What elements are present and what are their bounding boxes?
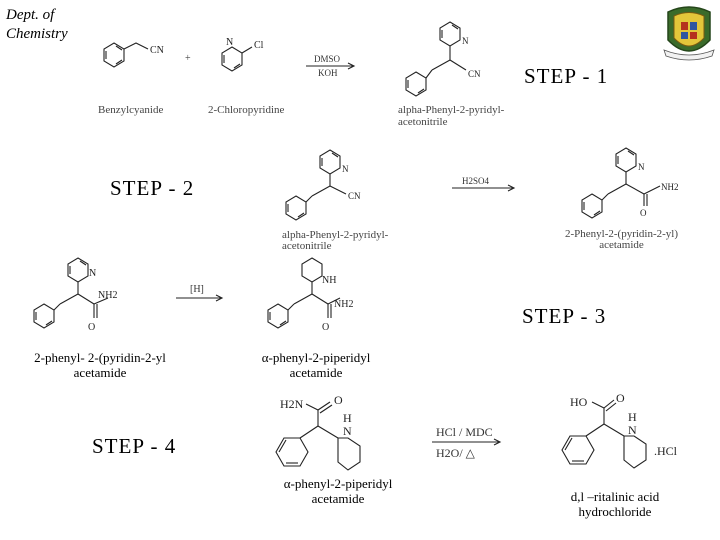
- step1-product-line-1: alpha-Phenyl-2-pyridyl-: [398, 104, 505, 116]
- step4-product-ho-label: HO: [570, 395, 588, 409]
- step3-product-nh2-label: NH2: [334, 299, 353, 310]
- step2-product-caption: 2-Phenyl-2-(pyridin-2-yl) acetamide: [565, 229, 678, 251]
- step1-product-cn-label: CN: [468, 69, 481, 79]
- step4-product-structure: HO O H N .HCl: [561, 391, 678, 469]
- step4-product-o-label: O: [616, 391, 625, 405]
- step4-product-line-1: d,l –ritalinic acid: [570, 489, 660, 504]
- step1-product-caption: alpha-Phenyl-2-pyridyl- acetonitrile: [398, 104, 504, 128]
- step4-product-line-2: hydrochloride: [578, 504, 652, 519]
- step4-reactant-line-2: acetamide: [311, 491, 365, 506]
- benzylcyanide-cn-label: CN: [150, 45, 164, 56]
- step4-product-h-label: H: [628, 410, 637, 424]
- step2-reagent-h2so4: H2SO4: [462, 176, 490, 186]
- step-2-label: STEP - 2: [110, 176, 195, 200]
- step-3-label: STEP - 3: [522, 304, 607, 328]
- step2-reactant-line-1: alpha-Phenyl-2-pyridyl-: [282, 229, 389, 241]
- step3-reactant-nh2-label: NH2: [98, 290, 117, 301]
- department-line-2: Chemistry: [6, 26, 68, 42]
- chloropyridine-n-label: N: [226, 37, 233, 48]
- plus-sign: +: [185, 53, 191, 64]
- step3-reactant-line-2: acetamide: [73, 365, 127, 380]
- step2-reactant-caption: alpha-Phenyl-2-pyridyl- acetonitrile: [282, 230, 388, 252]
- chloropyridine-caption: 2-Chloropyridine: [208, 104, 285, 116]
- step3-reactant-caption: 2-phenyl- 2-(pyridin-2-yl acetamide: [20, 350, 180, 380]
- step3-product-structure: NH O NH2: [267, 257, 353, 333]
- chloropyridine-structure: N Cl: [221, 37, 264, 72]
- step4-reactant-n-label: N: [343, 424, 352, 438]
- step1-arrow: DMSO KOH: [306, 54, 356, 78]
- step-1-label: STEP - 1: [524, 64, 609, 88]
- step2-product-line-1: 2-Phenyl-2-(pyridin-2-yl): [565, 228, 679, 240]
- step2-arrow: H2SO4: [452, 176, 516, 192]
- department-line-1: Dept. of: [6, 7, 55, 23]
- step1-product-n-label: N: [462, 36, 469, 46]
- step3-product-nh-label: NH: [322, 275, 336, 286]
- step3-reactant-line-1: 2-phenyl- 2-(pyridin-2-yl: [34, 350, 166, 365]
- step3-product-o-label: O: [322, 322, 329, 333]
- step4-arrow: HCl / MDC H2O/ △: [432, 425, 502, 460]
- step3-arrow: [H]: [176, 284, 224, 302]
- step4-product-n-label: N: [628, 423, 637, 437]
- department-label: Dept. of Chemistry: [6, 6, 86, 44]
- step4-product-caption: d,l –ritalinic acid hydrochloride: [535, 489, 695, 519]
- step4-product-hcl-label: .HCl: [654, 444, 678, 458]
- college-crest-logo: [663, 6, 715, 61]
- step1-product-line-2: acetonitrile: [398, 116, 448, 128]
- step1-reagent-dmso: DMSO: [314, 54, 341, 64]
- step2-reactant-structure: N CN: [285, 149, 361, 221]
- step2-reactant-cn-label: CN: [348, 191, 361, 201]
- step4-reactant-caption: α-phenyl-2-piperidyl acetamide: [258, 476, 418, 506]
- chloropyridine-cl-label: Cl: [254, 40, 264, 51]
- step4-reagent-h2o-heat: H2O/ △: [436, 446, 476, 460]
- step4-reactant-h-label: H: [343, 411, 352, 425]
- step3-product-caption: α-phenyl-2-piperidyl acetamide: [236, 350, 396, 380]
- step-4-label: STEP - 4: [92, 434, 177, 458]
- step2-product-nh2-label: NH2: [661, 182, 679, 192]
- step3-reactant-structure: N O NH2: [33, 257, 117, 333]
- step1-product-structure: N CN: [405, 21, 481, 97]
- step3-reagent-h: [H]: [190, 284, 204, 295]
- step2-product-line-2: acetamide: [599, 239, 644, 251]
- benzylcyanide-caption: Benzylcyanide: [98, 104, 164, 116]
- step2-product-structure: N O NH2: [581, 147, 679, 219]
- step3-reactant-o-label: O: [88, 322, 95, 333]
- step4-reactant-structure: H2N O H N: [275, 393, 361, 471]
- benzylcyanide-structure: CN: [103, 42, 164, 68]
- step2-product-n-label: N: [638, 162, 645, 172]
- step4-reagent-hcl-mdc: HCl / MDC: [436, 425, 493, 439]
- step3-product-line-2: acetamide: [289, 365, 343, 380]
- step3-product-line-1: α-phenyl-2-piperidyl: [261, 350, 371, 365]
- step4-reactant-o-label: O: [334, 393, 343, 407]
- step2-reactant-line-2: acetonitrile: [282, 240, 332, 252]
- step2-product-o-label: O: [640, 208, 647, 218]
- step4-reactant-h2n-label: H2N: [280, 397, 304, 411]
- step4-reactant-line-1: α-phenyl-2-piperidyl: [283, 476, 393, 491]
- step3-reactant-n-label: N: [89, 268, 96, 279]
- step2-reactant-n-label: N: [342, 164, 349, 174]
- step1-reagent-koh: KOH: [318, 68, 338, 78]
